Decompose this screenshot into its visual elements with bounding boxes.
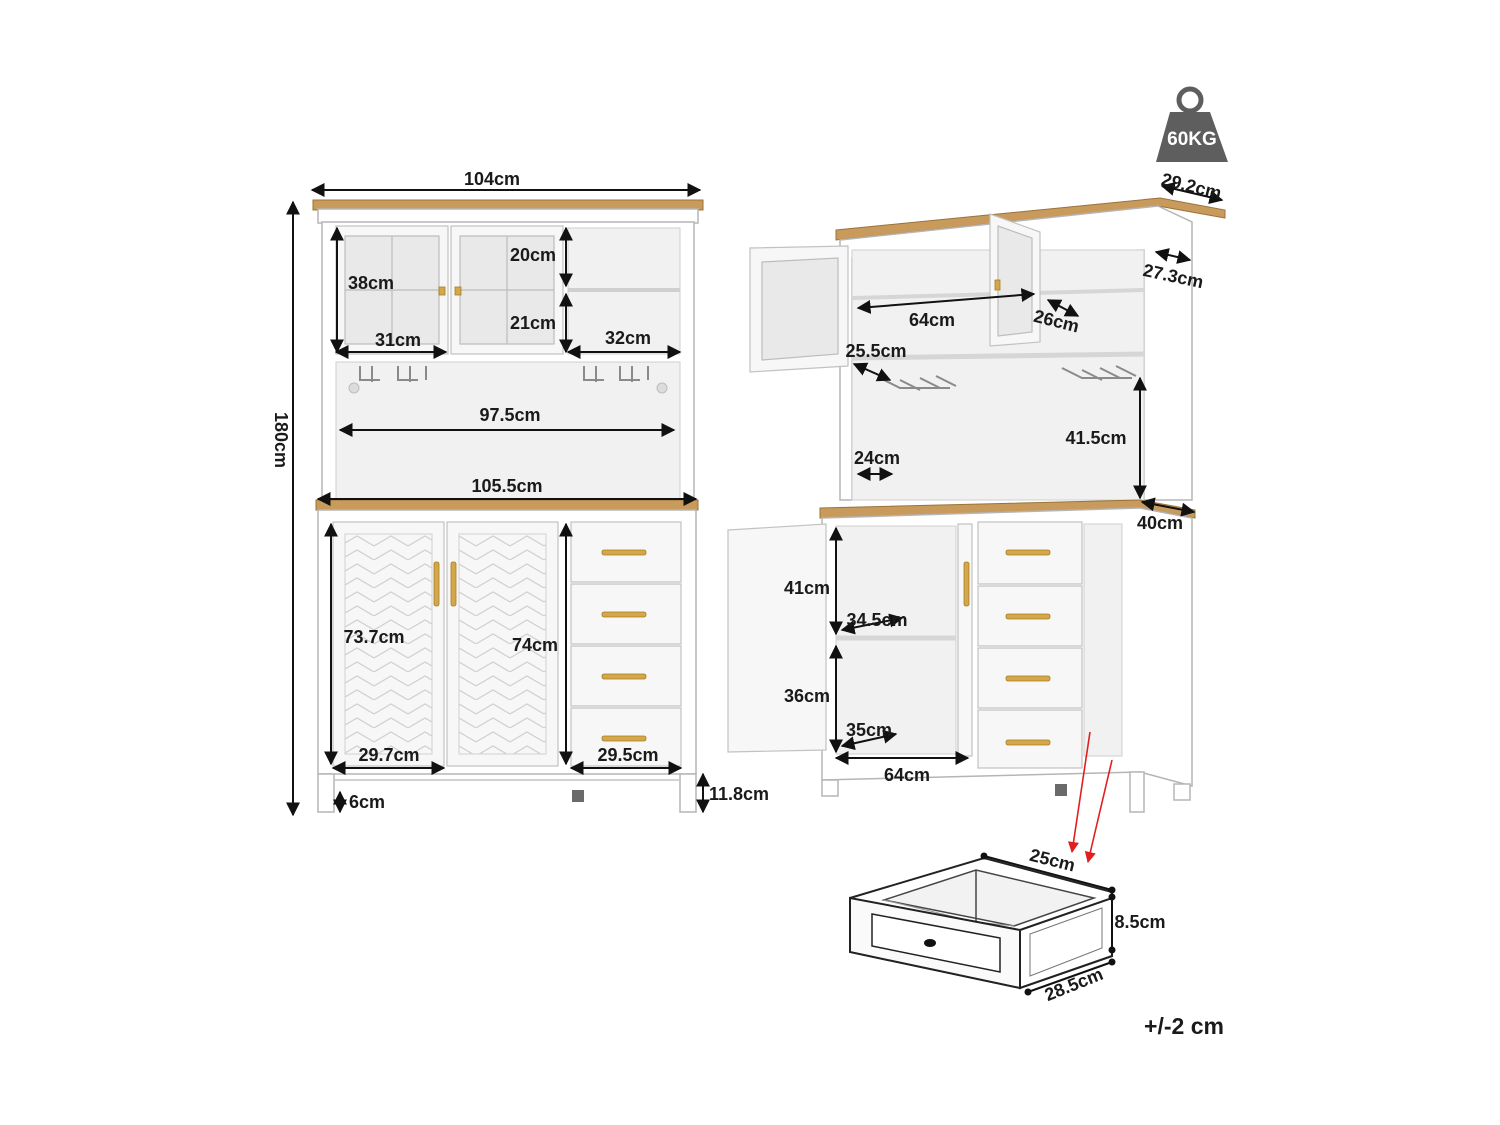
front-glass-knob-right	[454, 286, 462, 296]
side-leg-mid	[1129, 771, 1145, 813]
open-shelf-width-label: 32cm	[605, 328, 651, 348]
side-drawer-handle-4	[1005, 739, 1051, 746]
drawer-dimension-lines	[980, 852, 1116, 996]
drawer-detail	[849, 856, 1113, 990]
side-base-door-open	[727, 523, 827, 753]
side-drawer-handle-2	[1005, 613, 1051, 620]
front-dimension-lines	[286, 183, 710, 817]
door-cabinet-depth-label: 25.5cm	[845, 341, 906, 361]
side-drawer-handle-3	[1005, 675, 1051, 682]
side-drawer-4	[977, 709, 1083, 769]
front-wine-rack-right	[583, 366, 649, 382]
side-leg-front	[821, 779, 839, 797]
front-width-label: 104cm	[464, 169, 520, 189]
front-center-foot	[572, 790, 584, 802]
base-depth-label: 40cm	[1137, 513, 1183, 533]
front-drawer-handle-1	[601, 549, 647, 556]
side-view-cabinet	[727, 197, 1226, 813]
drawer-width-label: 29.5cm	[597, 745, 658, 765]
cabinet-upper-height-label: 41cm	[784, 578, 830, 598]
base-door-width-label: 29.7cm	[358, 745, 419, 765]
cabinet-lower-height-label: 36cm	[784, 686, 830, 706]
side-drawer-cavity	[1083, 523, 1123, 757]
base-door-height-label: 73.7cm	[343, 627, 404, 647]
drawer-height-label: 8.5cm	[1114, 912, 1165, 932]
front-wine-rack-left	[359, 366, 427, 382]
hutch-opening-height-label: 41.5cm	[1065, 428, 1126, 448]
weight-capacity-label: 60KG	[1167, 129, 1217, 150]
front-glass-knob-left	[438, 286, 446, 296]
hutch-gap-label: 24cm	[854, 448, 900, 468]
drawer-stack-height-label: 74cm	[512, 635, 558, 655]
base-clearance-label: 11.8cm	[709, 784, 769, 804]
front-drawer-handle-3	[601, 673, 647, 680]
side-door-handle	[963, 561, 970, 607]
front-height-label: 180cm	[271, 412, 291, 468]
top-depth-label: 29.2cm	[1159, 169, 1223, 203]
cabinet-shelf-width-label: 34.5cm	[846, 610, 907, 630]
glass-door-width-label: 31cm	[375, 330, 421, 350]
glass-door-height-label: 38cm	[348, 273, 394, 293]
front-crown-body	[317, 208, 699, 224]
side-dimension-lines	[829, 182, 1224, 765]
front-view-cabinet	[312, 199, 704, 813]
side-base-door-closed	[957, 523, 973, 757]
tolerance-note: +/-2 cm	[1144, 1013, 1224, 1039]
front-drawer-handle-2	[601, 611, 647, 618]
front-drawer-handle-4	[601, 735, 647, 742]
countertop-width-label: 105.5cm	[471, 476, 542, 496]
side-wine-rack-left	[879, 375, 957, 391]
foot-height-label: 6cm	[349, 792, 385, 812]
front-door-handle-left	[433, 561, 440, 607]
front-leg-right	[679, 773, 697, 813]
drawer-pointer-arrows	[1067, 731, 1113, 864]
side-shelf-width-label: 64cm	[909, 310, 955, 330]
drawer-knob	[924, 939, 936, 947]
cabinet-lower-depth-label: 35cm	[846, 720, 892, 740]
side-glass-knob	[994, 279, 1001, 291]
side-countertop	[819, 499, 1196, 519]
side-wine-rack-right	[1061, 365, 1137, 381]
hutch-inner-width-label: 97.5cm	[479, 405, 540, 425]
side-leg-back	[1173, 783, 1191, 801]
front-door-handle-right	[450, 561, 457, 607]
side-drawer-handle-1	[1005, 549, 1051, 556]
front-leg-left	[317, 773, 335, 813]
weight-icon	[1156, 86, 1228, 162]
lower-shelf-height-label: 21cm	[510, 313, 556, 333]
cabinet-inner-width-label: 64cm	[884, 765, 930, 785]
upper-shelf-height-label: 20cm	[510, 245, 556, 265]
front-countertop	[315, 499, 699, 511]
